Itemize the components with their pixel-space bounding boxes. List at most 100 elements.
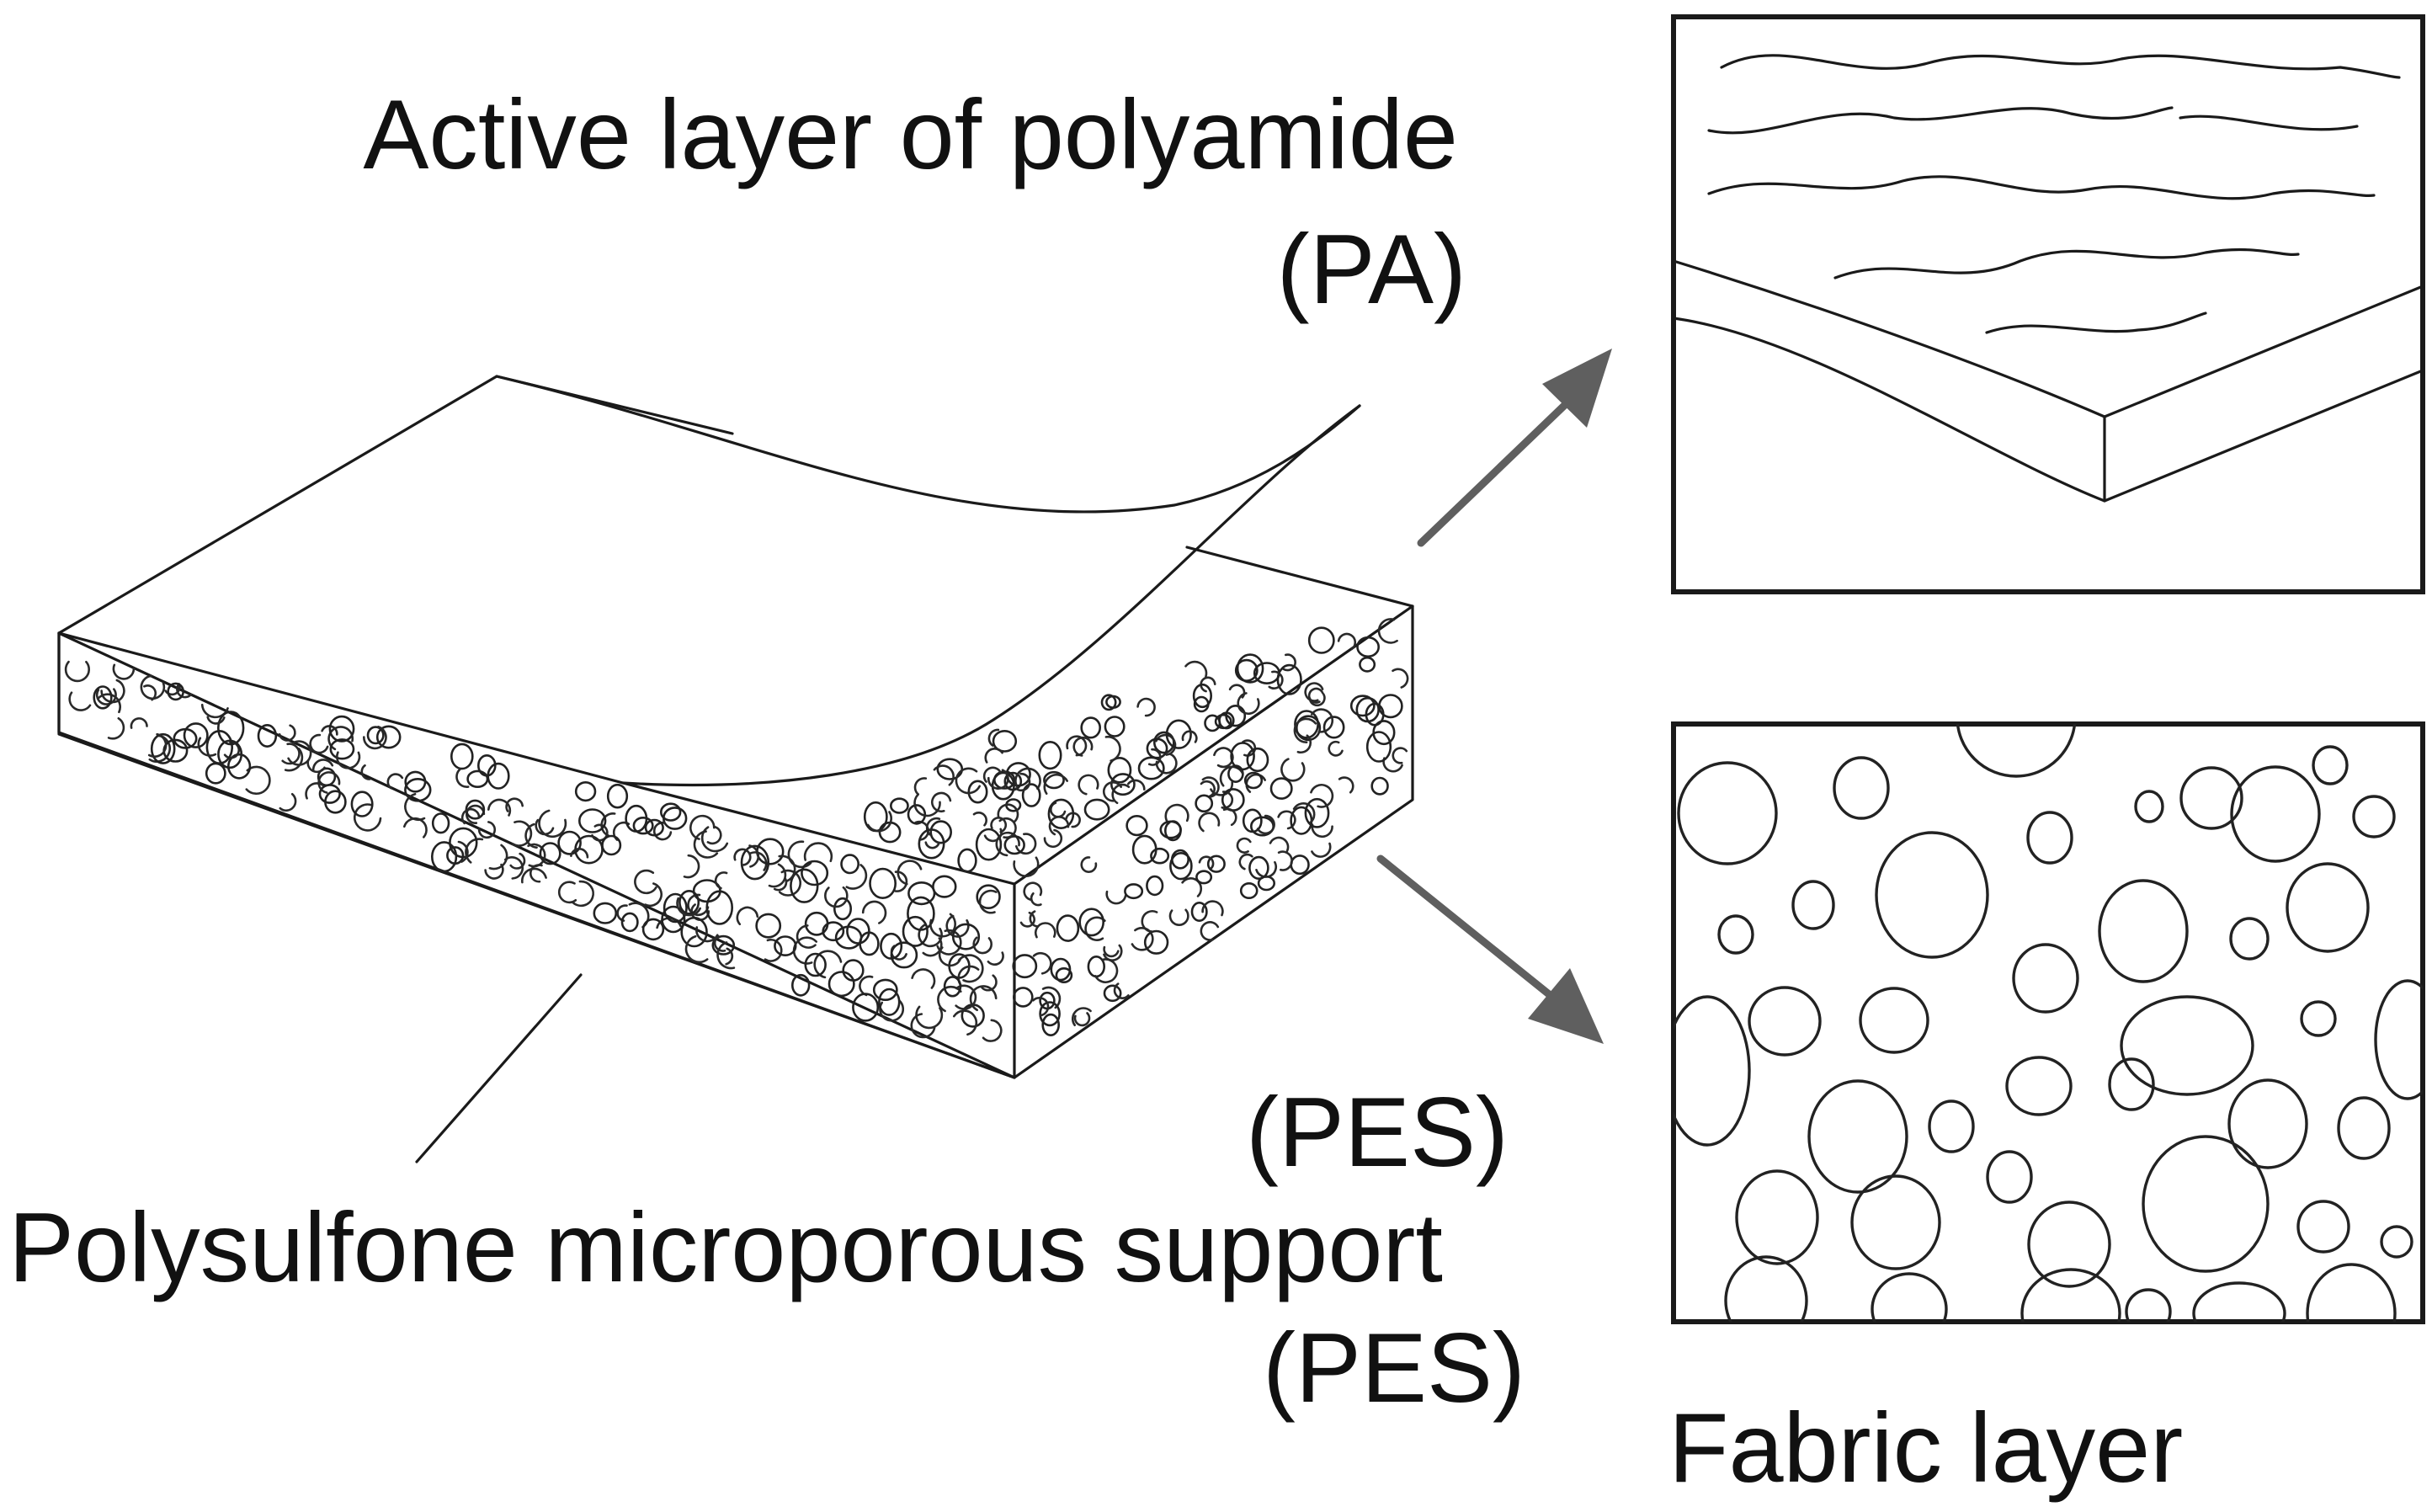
- pore-mark: [768, 863, 787, 888]
- pore-mark: [907, 881, 936, 906]
- pore-mark: [1038, 740, 1062, 770]
- pore-mark: [570, 848, 589, 859]
- pore-mark: [1029, 910, 1039, 928]
- pore-mark: [147, 732, 168, 758]
- pore-mark: [577, 808, 607, 833]
- pore-mark: [1338, 776, 1354, 794]
- pore-mark: [1307, 626, 1335, 654]
- pore-mark: [632, 816, 654, 835]
- pore-mark: [488, 844, 508, 870]
- pore-mark: [375, 725, 402, 749]
- pore-mark: [1198, 855, 1215, 870]
- pore-mark: [183, 722, 209, 748]
- pore-mark: [1293, 717, 1317, 744]
- fabric-pore: [2296, 1200, 2350, 1254]
- fabric-pore: [2005, 1056, 2073, 1116]
- pore-mark: [1078, 908, 1104, 937]
- pore-mark: [1236, 653, 1264, 684]
- pore-mark: [792, 936, 817, 965]
- pore-mark: [878, 988, 901, 1016]
- pore-mark: [981, 974, 998, 992]
- pore-mark: [217, 739, 243, 769]
- pore-mark: [1310, 784, 1334, 808]
- pore-mark: [1003, 835, 1025, 855]
- pore-mark: [790, 973, 811, 997]
- pore-mark: [1107, 756, 1132, 784]
- pore-mark: [1136, 697, 1156, 717]
- pore-mark: [790, 868, 819, 903]
- pore-mark: [695, 926, 719, 943]
- pore-mark: [431, 812, 450, 834]
- pore-mark: [1239, 882, 1259, 900]
- pore-mark: [1072, 736, 1094, 757]
- pore-mark: [317, 771, 341, 794]
- fabric-pore: [2020, 1268, 2121, 1322]
- pore-mark: [1280, 758, 1306, 782]
- pore-mark: [834, 925, 863, 950]
- pore-mark: [778, 854, 796, 882]
- pore-mark: [112, 663, 136, 680]
- pore-mark: [976, 884, 1001, 909]
- pore-mark: [740, 844, 770, 881]
- pore-mark: [1137, 756, 1165, 780]
- pore-mark: [1269, 777, 1293, 800]
- fabric-pore: [2286, 862, 2370, 953]
- pore-mark: [1218, 711, 1235, 730]
- fabric-pore: [2227, 1078, 2308, 1169]
- fabric-pore: [2179, 766, 2243, 830]
- pore-mark: [205, 762, 226, 785]
- pore-mark: [1213, 747, 1234, 769]
- pore-mark: [756, 838, 785, 865]
- pore-mark: [1277, 850, 1293, 871]
- pore-mark: [167, 682, 184, 701]
- fabric-pore: [1807, 1079, 1908, 1194]
- pore-mark: [1200, 780, 1216, 798]
- pore-mark: [932, 875, 957, 898]
- pore-mark: [1014, 772, 1031, 792]
- pore-mark: [1150, 847, 1170, 865]
- pore-mark: [1169, 851, 1193, 881]
- fabric-pore: [2300, 1000, 2337, 1037]
- pore-mark: [1103, 944, 1123, 961]
- pore-mark: [824, 886, 849, 908]
- pore-mark: [362, 726, 387, 750]
- fabric-layer-label: Fabric layer: [1668, 1392, 2183, 1503]
- pore-mark: [197, 737, 217, 757]
- pore-mark: [894, 870, 908, 892]
- pore-mark: [1307, 687, 1324, 704]
- pore-mark: [1124, 883, 1144, 900]
- pore-mark: [404, 770, 427, 793]
- pore-mark: [1190, 902, 1208, 923]
- pore-mark: [689, 814, 716, 840]
- pore-mark: [1171, 849, 1190, 870]
- pore-mark: [915, 1005, 944, 1030]
- pore-mark: [328, 715, 355, 743]
- pore-mark: [1337, 632, 1357, 651]
- pore-mark: [676, 897, 701, 917]
- fabric-pore: [2108, 1057, 2155, 1111]
- fabric-pore: [1928, 1099, 1975, 1153]
- pore-mark: [933, 764, 955, 786]
- slab-front-pores: [64, 660, 1004, 1042]
- pore-mark: [64, 660, 90, 683]
- active-layer-inset-frame: [1671, 14, 2425, 594]
- pore-mark: [872, 978, 898, 1002]
- pore-mark: [1206, 854, 1226, 873]
- pore-mark: [1143, 929, 1169, 955]
- fabric-pore: [1717, 914, 1754, 955]
- pore-mark: [943, 976, 962, 998]
- pore-mark: [360, 764, 371, 780]
- arrow-to-active-layer: [1417, 349, 1612, 547]
- pore-mark: [1127, 779, 1146, 791]
- pore-mark: [1295, 715, 1322, 742]
- pore-mark: [733, 848, 752, 866]
- pore-mark: [680, 916, 708, 948]
- fabric-pore: [2125, 1288, 2172, 1322]
- fabric-pore: [1735, 1169, 1819, 1265]
- pore-mark: [1200, 921, 1220, 941]
- pore-mark: [1304, 682, 1324, 702]
- pore-mark: [1228, 684, 1246, 699]
- pore-mark: [801, 860, 829, 886]
- fabric-pore: [1674, 995, 1751, 1147]
- pore-mark: [987, 769, 1009, 790]
